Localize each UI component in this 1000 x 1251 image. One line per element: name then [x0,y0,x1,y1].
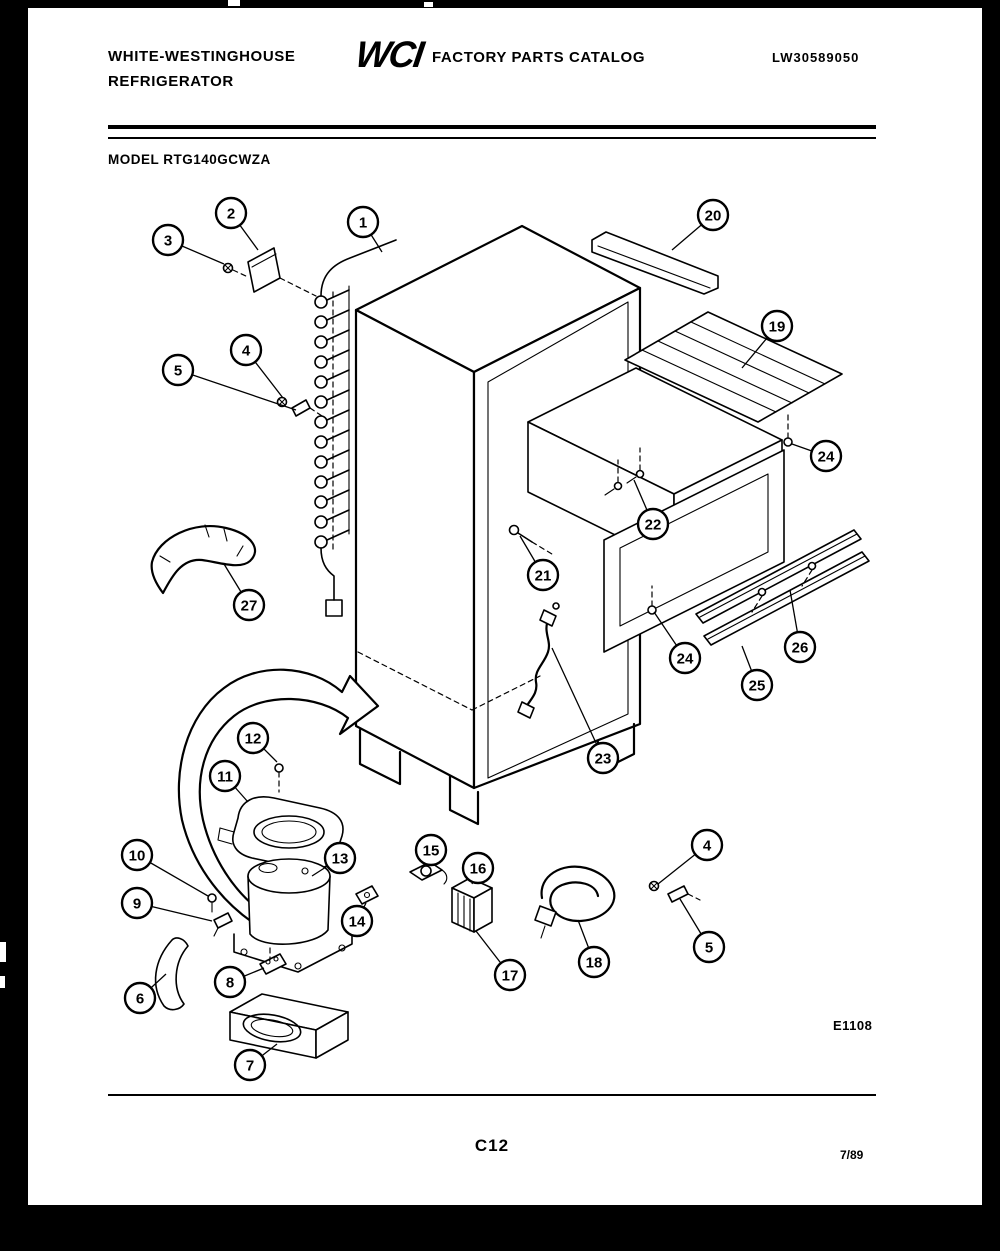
scan-artifact [0,976,5,988]
callout-12: 12 [236,721,270,755]
svg-text:14: 14 [349,914,366,931]
svg-text:4: 4 [242,343,251,360]
revision-date: 7/89 [840,1148,864,1162]
wci-logo: WCI [353,34,425,75]
callout-8: 8 [213,965,247,999]
callout-1: 1 [346,205,380,239]
brand-line-1: WHITE-WESTINGHOUSE [108,48,296,65]
callout-2: 2 [214,196,248,230]
callout-16: 16 [461,851,495,885]
page-number: C12 [474,1136,510,1155]
svg-text:24: 24 [677,651,694,668]
ribbed-panel [624,311,843,447]
callout-11: 11 [208,759,242,793]
screw-clip-left [207,893,233,937]
callout-21: 21 [526,558,560,592]
callout-6: 6 [123,981,157,1015]
start-relay [451,877,493,933]
wire-harness [517,602,560,719]
screw-clip-lower [648,880,701,903]
airflow-arrow [177,668,380,924]
scan-artifact [228,0,240,6]
svg-text:1: 1 [359,215,367,232]
svg-text:11: 11 [217,769,233,786]
callout-27: 27 [232,588,266,622]
shelf-bolt [508,524,553,555]
callout-17: 17 [493,958,527,992]
svg-text:5: 5 [174,363,182,380]
svg-text:12: 12 [245,731,262,748]
compressor [233,858,379,973]
callout-20: 20 [696,198,730,232]
callout-25: 25 [740,668,774,702]
callout-22: 22 [636,507,670,541]
bottom-rails [695,529,870,646]
curved-bracket [154,937,189,1011]
header-divider [108,125,876,139]
top-rail [591,231,719,295]
scan-artifact [424,2,433,7]
model-label: MODEL RTG140GCWZA [108,152,271,167]
small-bracket [259,947,287,975]
callout-24a: 24 [809,439,843,473]
svg-text:5: 5 [705,940,713,957]
svg-text:22: 22 [645,517,662,534]
svg-text:18: 18 [586,955,603,972]
svg-text:21: 21 [535,568,552,585]
figure-code: E1108 [833,1018,873,1033]
condenser-coil [314,239,397,617]
svg-text:7: 7 [246,1058,254,1075]
logo-block: WCI FACTORY PARTS CATALOG [353,34,646,75]
callout-10: 10 [120,838,154,872]
svg-text:26: 26 [792,640,809,657]
callout-13: 13 [323,841,357,875]
callout-14: 14 [340,904,374,938]
brand-block: WHITE-WESTINGHOUSE REFRIGERATOR [108,44,295,94]
svg-text:15: 15 [423,843,440,860]
footer-divider [108,1094,876,1096]
svg-text:23: 23 [595,751,612,768]
svg-text:10: 10 [129,848,146,865]
brand-line-2: REFRIGERATOR [108,73,234,90]
svg-text:2: 2 [227,206,235,223]
svg-text:24: 24 [818,449,835,466]
tube-loop [150,524,257,595]
callout-3: 3 [151,223,185,257]
callout-4b: 4 [690,828,724,862]
callout-7: 7 [233,1048,267,1082]
svg-text:27: 27 [241,598,258,615]
svg-text:6: 6 [136,991,144,1008]
callout-19: 19 [760,309,794,343]
mounting-plate [222,247,317,297]
document-number: LW30589050 [772,50,860,65]
svg-text:13: 13 [332,851,349,868]
svg-text:3: 3 [164,233,172,250]
svg-text:4: 4 [703,838,712,855]
svg-text:20: 20 [705,208,722,225]
svg-text:25: 25 [749,678,766,695]
svg-text:19: 19 [769,319,786,336]
callout-15: 15 [414,833,448,867]
fan-shroud [229,993,349,1059]
callout-26: 26 [783,630,817,664]
callout-24b: 24 [668,641,702,675]
svg-text:17: 17 [502,968,519,985]
callout-5a: 5 [161,353,195,387]
power-cord [534,865,616,939]
callout-4a: 4 [229,333,263,367]
catalog-title: FACTORY PARTS CATALOG [431,49,646,66]
svg-text:16: 16 [470,861,487,878]
svg-text:8: 8 [226,975,234,992]
callout-18: 18 [577,945,611,979]
callout-23: 23 [586,741,620,775]
evaporator-panel [603,449,785,653]
drip-tray [217,763,344,871]
svg-text:9: 9 [133,896,141,913]
callout-5b: 5 [692,930,726,964]
scan-artifact [0,942,6,962]
callout-9: 9 [120,886,154,920]
